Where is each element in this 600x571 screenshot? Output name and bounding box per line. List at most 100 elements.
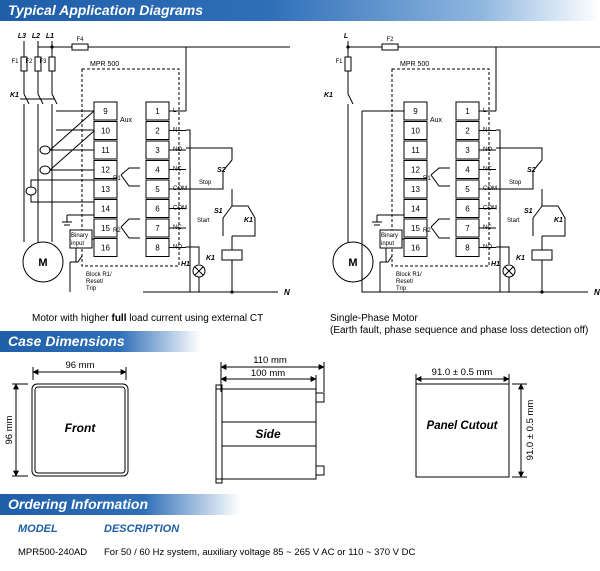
junction bbox=[230, 290, 234, 294]
coil-label: K1 bbox=[206, 255, 215, 262]
terminal-number: 9 bbox=[413, 107, 418, 116]
lamp-label: H1 bbox=[181, 261, 190, 268]
wire bbox=[186, 246, 200, 264]
relay-contact-r2 bbox=[430, 218, 450, 228]
section-title: Ordering Information bbox=[8, 496, 148, 512]
terminal-number: 14 bbox=[101, 205, 110, 214]
terminal-number: 8 bbox=[465, 244, 470, 253]
model-header: MODEL bbox=[18, 523, 58, 535]
terminal-number: 16 bbox=[411, 244, 420, 253]
fuse bbox=[48, 56, 56, 72]
terminal-number: 7 bbox=[155, 224, 160, 233]
terminal-left bbox=[403, 199, 428, 218]
section-title: Case Dimensions bbox=[8, 333, 125, 349]
terminal-number: 16 bbox=[101, 244, 110, 253]
relay-name: MPR 500 bbox=[400, 61, 429, 68]
terminal-number: 3 bbox=[465, 146, 470, 155]
contactor-label: K1 bbox=[324, 92, 333, 99]
block-label: Block R1/ bbox=[396, 272, 422, 278]
wire bbox=[361, 111, 453, 293]
wire bbox=[430, 174, 450, 187]
relay-box bbox=[81, 68, 180, 267]
side-inner-label: 100 mm bbox=[251, 368, 285, 379]
terminal-left bbox=[93, 218, 118, 238]
terminal-left bbox=[403, 238, 428, 257]
terminal-left bbox=[93, 238, 118, 257]
relay-name: MPR 500 bbox=[90, 61, 119, 68]
phase-label: L2 bbox=[32, 33, 40, 40]
relay-contact-r2 bbox=[120, 218, 140, 228]
fuse-label: F3 bbox=[39, 59, 47, 65]
block-label: Trip bbox=[396, 286, 407, 292]
description-header: DESCRIPTION bbox=[104, 523, 180, 535]
terminal-number: 4 bbox=[465, 166, 470, 175]
junction bbox=[50, 45, 54, 49]
caption-right-line2: (Earth fault, phase sequence and phase l… bbox=[330, 325, 589, 336]
cutout-height-label: 91.0 ± 0.5 mm bbox=[525, 400, 536, 461]
lamp-cross bbox=[504, 266, 514, 276]
terminal-number: 14 bbox=[411, 205, 420, 214]
junction bbox=[346, 45, 350, 49]
diagram-single-phase: MPR 500Aux91L102N113NO124NC135COM146COM1… bbox=[324, 33, 600, 297]
terminal-number: 11 bbox=[411, 146, 420, 155]
terminal-left bbox=[93, 179, 118, 199]
contact-label: R2 bbox=[113, 228, 121, 234]
wire bbox=[186, 147, 233, 172]
binary-input-label: input bbox=[71, 241, 84, 247]
terminal-number: 8 bbox=[155, 244, 160, 253]
section-banner-application: Typical Application Diagrams bbox=[0, 0, 600, 21]
contactor-label: K1 bbox=[10, 92, 19, 99]
side-outer-label: 110 mm bbox=[253, 355, 287, 366]
lamp-cross bbox=[194, 266, 204, 276]
binary-input-label: Binary bbox=[381, 233, 398, 239]
contact-label: R2 bbox=[423, 228, 431, 234]
description-value: For 50 / 60 Hz system, auxiliary voltage… bbox=[104, 547, 416, 558]
caption-left: Motor with higher full load current usin… bbox=[32, 313, 264, 324]
wire bbox=[542, 205, 566, 237]
motor bbox=[332, 241, 374, 283]
wire bbox=[496, 171, 534, 190]
relay-box bbox=[391, 68, 490, 267]
stop-label: Stop bbox=[199, 180, 212, 186]
aux-label: Aux bbox=[120, 117, 133, 124]
terminal-number: 2 bbox=[465, 127, 470, 136]
motor bbox=[22, 241, 64, 283]
fuse bbox=[381, 43, 399, 51]
phase-label: L bbox=[344, 33, 348, 40]
motor-label: M bbox=[348, 257, 357, 269]
switch-s2: S2 bbox=[527, 167, 536, 174]
fuse bbox=[344, 56, 352, 72]
start-label: Start bbox=[197, 218, 210, 224]
wire bbox=[347, 93, 354, 105]
phase-label: L1 bbox=[46, 33, 54, 40]
terminal-number: 10 bbox=[411, 127, 420, 136]
wire bbox=[70, 255, 83, 263]
terminal-number: 12 bbox=[411, 166, 420, 175]
coil-label: K1 bbox=[516, 255, 525, 262]
relay-contact-r1 bbox=[120, 167, 140, 176]
fuse bbox=[71, 43, 89, 51]
aux-label: Aux bbox=[430, 117, 443, 124]
cutout-outline bbox=[415, 383, 510, 478]
phase-label: L3 bbox=[18, 33, 26, 40]
diagram-three-phase: MPR 500Aux91L102N113NO124NC135COM146COM1… bbox=[10, 33, 290, 297]
fuse-label: F2 bbox=[25, 59, 33, 65]
terminal-number: 9 bbox=[103, 107, 108, 116]
block-label: Block R1/ bbox=[86, 272, 112, 278]
wire bbox=[380, 255, 393, 263]
terminal-number: 6 bbox=[155, 205, 160, 214]
terminal-number: 5 bbox=[155, 185, 160, 194]
side-label: Side bbox=[255, 427, 281, 441]
binary-input-label: input bbox=[381, 241, 394, 247]
wire bbox=[430, 226, 450, 239]
wire bbox=[222, 205, 233, 236]
cutout-width-label: 91.0 ± 0.5 mm bbox=[432, 367, 493, 378]
ct-coil bbox=[39, 165, 51, 175]
terminal-number: 5 bbox=[465, 185, 470, 194]
ct-coil bbox=[25, 186, 37, 196]
neutral-label: N bbox=[594, 288, 600, 297]
terminal-number: 4 bbox=[155, 166, 160, 175]
block-label: Trip bbox=[86, 286, 97, 292]
terminal-number: 7 bbox=[465, 224, 470, 233]
